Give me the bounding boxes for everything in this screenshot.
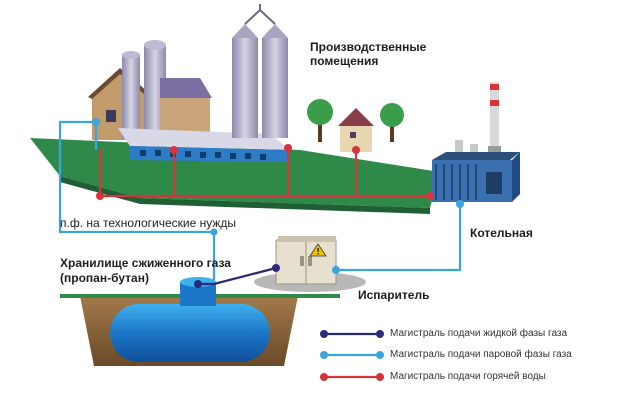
legend-marker-liquid bbox=[320, 330, 384, 338]
legend-item-hotwater: Магистраль подачи горячей воды bbox=[390, 371, 546, 382]
storage-label: Хранилище сжиженного газа (пропан-бутан) bbox=[60, 256, 231, 286]
evaporator-label: Испаритель bbox=[358, 288, 430, 302]
boiler-label: Котельная bbox=[470, 226, 533, 240]
warning-icon bbox=[309, 243, 327, 257]
factory-buildings bbox=[88, 4, 404, 162]
vapor-phase-lines bbox=[58, 120, 462, 280]
production-label-line1: Производственные bbox=[310, 40, 427, 54]
legend-item-liquid: Магистраль подачи жидкой фазы газа bbox=[390, 328, 568, 339]
boiler-house bbox=[432, 82, 520, 202]
production-label: Производственные помещения bbox=[310, 40, 426, 68]
gas-storage bbox=[60, 277, 340, 366]
liquid-phase-lines bbox=[198, 266, 277, 286]
legend-marker-vapor bbox=[320, 351, 384, 359]
tech-needs-label: п.ф. на технологические нужды bbox=[60, 216, 237, 230]
legend-item-vapor: Магистраль подачи паровой фазы газа bbox=[390, 349, 572, 360]
storage-label-line2: (пропан-бутан) bbox=[60, 271, 149, 285]
evaporator-unit bbox=[254, 236, 366, 292]
production-label-line2: помещения bbox=[310, 54, 379, 68]
legend-marker-hotwater bbox=[320, 373, 384, 381]
pipe-joints bbox=[92, 118, 464, 288]
storage-label-line1: Хранилище сжиженного газа bbox=[60, 256, 231, 270]
